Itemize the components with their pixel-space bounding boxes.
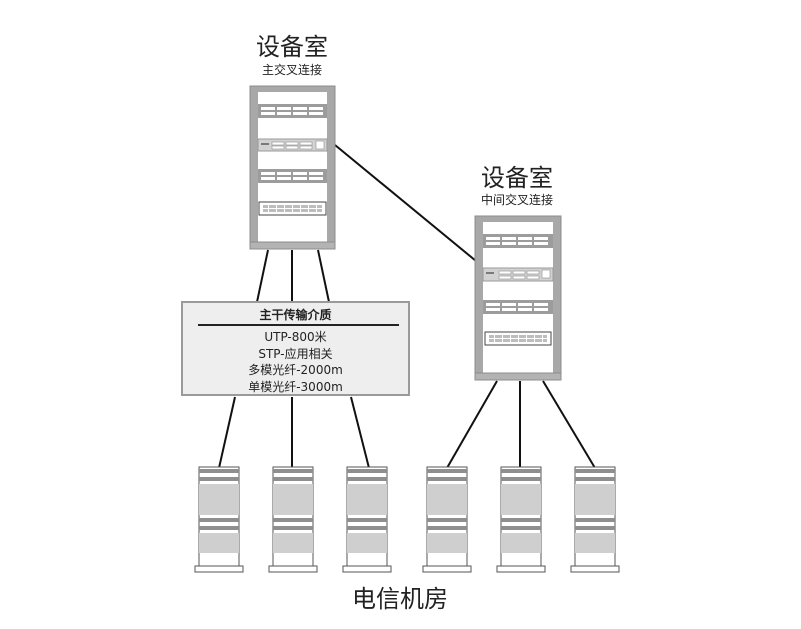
link-secondary-to-room-6: [542, 380, 596, 469]
main-switch-1: [257, 138, 328, 152]
secondary-switch-1: [482, 267, 554, 282]
backbone-media-item-stp: STP-应用相关: [258, 346, 333, 361]
backbone-media-box: 主干传输介质 UTP-800米 STP-应用相关 多模光纤-2000m 单模光纤…: [181, 301, 410, 396]
telecom-cabinet-6: [570, 466, 620, 573]
telecom-room-label: 电信机房: [352, 585, 448, 613]
main-equipment-rack: [249, 85, 336, 250]
secondary-room-title: 设备室: [481, 164, 553, 192]
main-patch-panel-2: [258, 169, 327, 183]
secondary-patch-panel-2: [483, 300, 553, 314]
main-room-subtitle: 主交叉连接: [261, 63, 322, 77]
connection-lines: [218, 144, 596, 469]
backbone-media-divider: [198, 324, 399, 326]
telecom-room-cabinets: [194, 466, 620, 573]
telecom-cabinet-5: [496, 466, 546, 573]
telecom-cabinet-1: [194, 466, 244, 573]
telecom-cabinet-2: [268, 466, 318, 573]
secondary-equipment-rack: [474, 215, 562, 381]
backbone-media-item-singlemode-fiber: 单模光纤-3000m: [248, 379, 343, 394]
telecom-cabinet-4: [422, 466, 472, 573]
backbone-media-title: 主干传输介质: [259, 308, 332, 322]
link-media-to-room-3: [350, 396, 370, 469]
main-switch-2: [258, 201, 327, 216]
main-patch-panel-1: [258, 104, 327, 118]
link-main-to-media-1: [256, 249, 269, 303]
secondary-switch-2: [484, 331, 552, 346]
secondary-patch-panel-1: [483, 234, 553, 248]
backbone-media-list: UTP-800米 STP-应用相关 多模光纤-2000m 单模光纤-3000m: [183, 329, 408, 395]
link-main-to-media-3: [317, 249, 330, 303]
main-room-title: 设备室: [256, 33, 328, 61]
secondary-room-subtitle: 中间交叉连接: [480, 193, 553, 207]
link-main-to-secondary: [334, 144, 477, 262]
link-secondary-to-room-4: [446, 380, 498, 469]
backbone-media-item-multimode-fiber: 多模光纤-2000m: [248, 363, 343, 377]
backbone-media-item-utp: UTP-800米: [264, 330, 327, 344]
telecom-cabinet-3: [342, 466, 392, 573]
link-media-to-room-1: [218, 396, 236, 469]
